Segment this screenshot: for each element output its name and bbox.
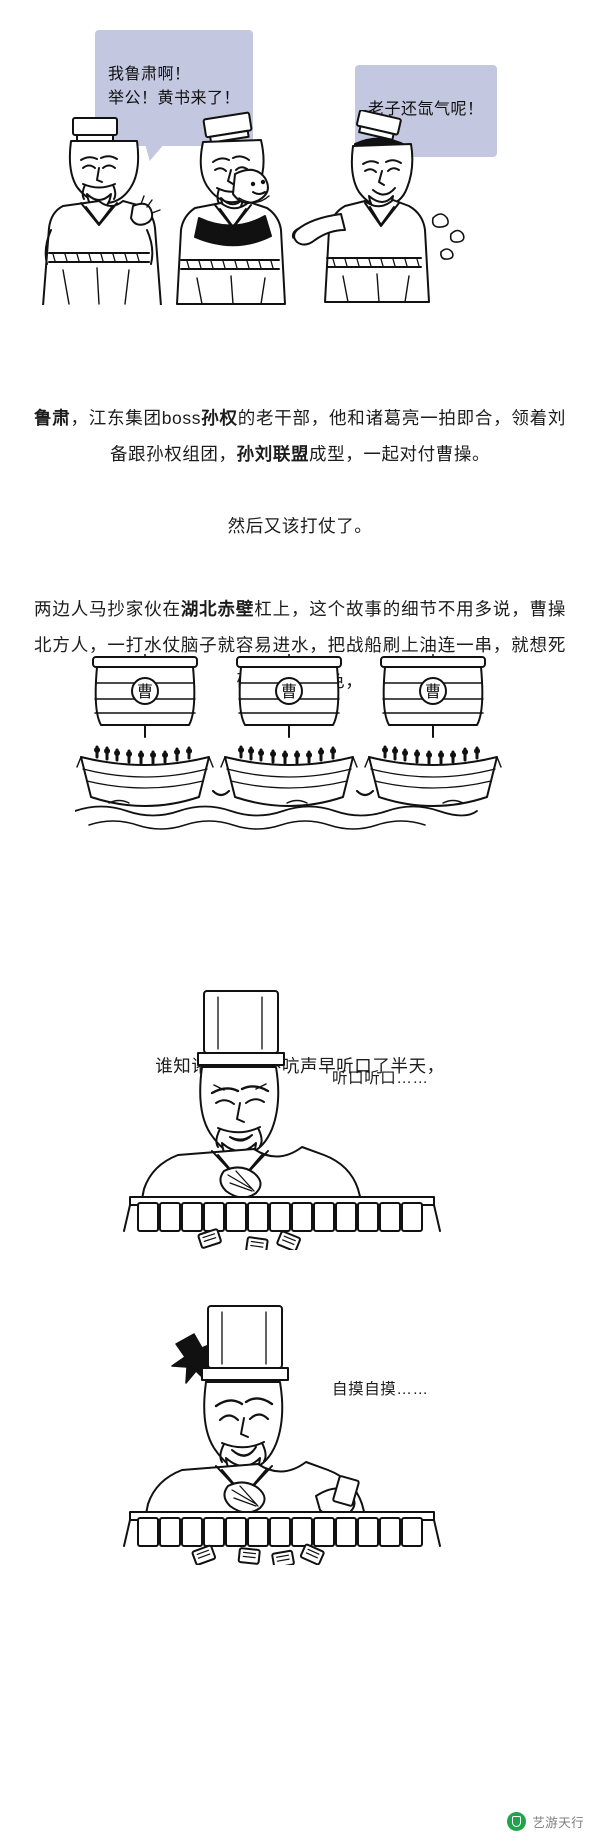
svg-text:曹: 曹	[137, 683, 153, 701]
paragraph-1-bold-lusu: 鲁肃	[34, 407, 71, 428]
footer-watermark: 艺游天行	[507, 1812, 584, 1831]
speech-bubble-lusu: 我鲁肃啊！ 举公！黄书来了！	[95, 30, 254, 161]
illustration-three-generals	[25, 110, 515, 305]
paragraph-3-bold-chibi: 湖北赤壁	[180, 598, 255, 619]
caption-listening: 听口听口……	[332, 1070, 429, 1087]
leaf-badge-icon	[507, 1812, 527, 1831]
paragraph-battle-again: 然后又该打仗了。	[227, 515, 373, 536]
paragraph-lusu-intro: 鲁肃，江东集团boss孙权的老干部，他和诸葛亮一拍即合，领着刘备跟孙权组团，孙刘…	[34, 400, 566, 472]
speech-bubble-lusu-text: 我鲁肃啊！ 举公！黄书来了！	[108, 66, 241, 107]
watermark-account-name: 艺游天行	[532, 1816, 584, 1830]
speech-bubble-caocao: 老子还氙气呢！	[355, 65, 497, 172]
paragraph-3-text-a: 两边人马抄家伙在	[34, 598, 181, 619]
paragraph-1-bold-alliance: 孙刘联盟	[236, 443, 310, 464]
speech-bubble-caocao-text: 老子还氙气呢！	[368, 101, 484, 118]
paragraph-1-text-a: ，江东集团boss	[70, 407, 202, 428]
paragraph-1-bold-sunquan: 孙权	[201, 407, 238, 428]
paragraph-1-text-c: 成型，一起对付曹操。	[309, 443, 491, 464]
illustration-mahjong-scene-1	[120, 985, 480, 1250]
paragraph-chibi-intro: 两边人马抄家伙在湖北赤壁杠上，这个故事的细节不用多说，曹操北方人，一打水仗脑子就…	[34, 591, 566, 699]
illustration-mahjong-scene-2	[120, 1300, 480, 1565]
illustration-war-ships: 曹	[75, 645, 525, 835]
caption-selfdraw: 自摸自摸……	[332, 1381, 429, 1398]
paragraph-1-text-b: 的老干部，他和诸葛亮一拍即合，领着刘备跟孙权组团，	[109, 407, 566, 464]
